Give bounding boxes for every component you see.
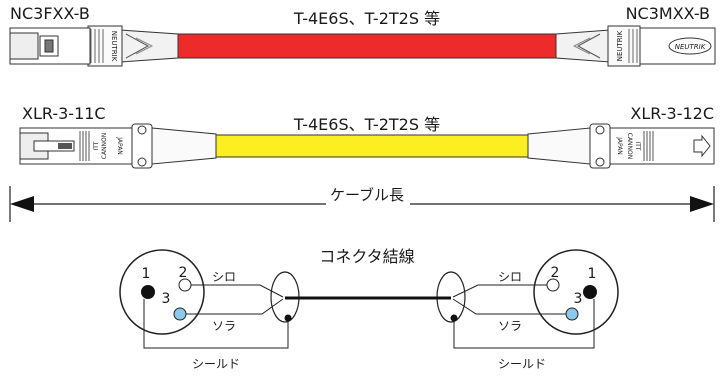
- right-pin-3-number: 3: [574, 291, 583, 307]
- nc3mx-grip-ribs: [628, 29, 638, 63]
- xlr-12c-screw-top: [595, 125, 605, 135]
- xlr-12c-origin: ITT: [634, 142, 641, 151]
- cable-2-label: T-4E6S、T-2T2S 等: [293, 115, 440, 134]
- xlr-11c-latch-button: [58, 143, 72, 149]
- cable-2: T-4E6S、T-2T2S 等 ITT CANNON JAPAN XLR-3-1…: [19, 104, 715, 169]
- nc3mx-boot-chevron-inner: [572, 37, 591, 55]
- nc3fx-latch-button: [44, 39, 54, 53]
- right-pin-1: [583, 285, 597, 299]
- nc3fx-connector: NEUTRIK NC3FXX-B: [9, 4, 179, 67]
- right-shield-wire: [453, 299, 595, 349]
- left-wire-blue-label: ソラ: [212, 319, 236, 333]
- xlr-11c-grip-ribs: [79, 131, 90, 161]
- right-pin-1-number: 1: [588, 266, 597, 282]
- nc3mx-brand-oval: [668, 37, 712, 55]
- left-wire-white-label: シロ: [212, 270, 236, 284]
- nc3fx-brand: NEUTRIK: [110, 31, 118, 62]
- nc3mx-brand: NEUTRIK: [616, 30, 624, 61]
- length-arrow-left-icon: [10, 196, 34, 212]
- cable-1-jacket: [177, 33, 557, 59]
- length-label-bg: [326, 192, 410, 212]
- right-pin-3: [565, 307, 579, 321]
- right-wire-white-label: シロ: [498, 270, 522, 284]
- left-pin-2-number: 2: [179, 265, 188, 281]
- cable-1-label: T-4E6S、T-2T2S 等: [293, 9, 440, 28]
- nc3fx-body: [87, 25, 123, 67]
- xlr-11c-clamp: [131, 123, 153, 169]
- left-shield-label: シールド: [192, 357, 240, 371]
- right-wire-white: [452, 284, 547, 298]
- wiring-title: コネクタ結線: [319, 247, 414, 266]
- right-wire-blue: [452, 298, 566, 315]
- xlr-12c-brand: CANNON: [626, 133, 633, 159]
- xlr-11c-brand: CANNON: [101, 133, 108, 159]
- nc3mx-brand-oval-text: NEUTRIK: [675, 43, 707, 51]
- xlr-12c-screw-bottom: [595, 157, 605, 167]
- xlr-12c-part-number: XLR-3-12C: [630, 104, 714, 123]
- left-shield-node: [284, 314, 292, 322]
- wiring-diagram: コネクタ結線 1 2 3 1 2 3 シロ ソラ シロ: [119, 247, 619, 371]
- xlr-11c-country: JAPAN: [116, 136, 123, 155]
- left-pin-3-number: 3: [162, 291, 171, 307]
- left-pin-1: [141, 285, 155, 299]
- left-pin-1-number: 1: [142, 266, 151, 282]
- right-shield-node: [450, 314, 458, 322]
- xlr-11c-connector: ITT CANNON JAPAN XLR-3-11C: [19, 104, 217, 169]
- nc3fx-boot-chevron: [125, 33, 150, 59]
- length-arrow-right-icon: [690, 196, 714, 212]
- nc3mx-boot: [555, 29, 611, 63]
- nc3fx-grip-ribs: [90, 29, 104, 63]
- nc3mx-body: [607, 25, 641, 67]
- right-pin-2-number: 2: [551, 265, 560, 281]
- left-wire-white: [191, 284, 284, 298]
- nc3fx-boot-chevron-inner: [135, 37, 154, 55]
- nc3fx-nose: [9, 32, 39, 60]
- xlr-11c-screw-top: [137, 125, 147, 135]
- xlr-12c-boot: [527, 127, 591, 165]
- xlr-12c-arrow-icon: [693, 134, 711, 158]
- left-wire-blue: [186, 298, 284, 315]
- xlr-12c-grip-ribs: [643, 131, 654, 161]
- left-shield-wire: [143, 299, 289, 349]
- xlr-12c-country: JAPAN: [616, 136, 623, 155]
- nc3mx-connector: NEUTRIK NEUTRIK NC3MXX-B: [555, 4, 716, 67]
- length-dimension: ケーブル長: [9, 186, 715, 222]
- right-wire-blue-label: ソラ: [498, 319, 522, 333]
- nc3fx-part-number: NC3FXX-B: [10, 4, 90, 23]
- cable-1: T-4E6S、T-2T2S 等 NEUTRIK NC3FXX-B NEUTRI: [9, 4, 716, 67]
- nc3mx-boot-chevron: [576, 33, 601, 59]
- xlr-11c-screw-bottom: [137, 157, 147, 167]
- right-connector-face: [533, 249, 619, 335]
- length-label: ケーブル長: [330, 186, 404, 204]
- cable-2-jacket: [215, 134, 529, 158]
- right-shield-label: シールド: [498, 357, 546, 371]
- xlr-11c-part-number: XLR-3-11C: [22, 104, 106, 123]
- nc3mx-part-number: NC3MXX-B: [626, 4, 710, 23]
- left-pin-3: [173, 307, 187, 321]
- xlr-11c-boot: [151, 127, 217, 165]
- xlr-11c-latch: [33, 140, 75, 152]
- xlr-11c-origin: ITT: [93, 141, 100, 150]
- xlr-12c-connector: JAPAN CANNON ITT XLR-3-12C: [527, 104, 715, 169]
